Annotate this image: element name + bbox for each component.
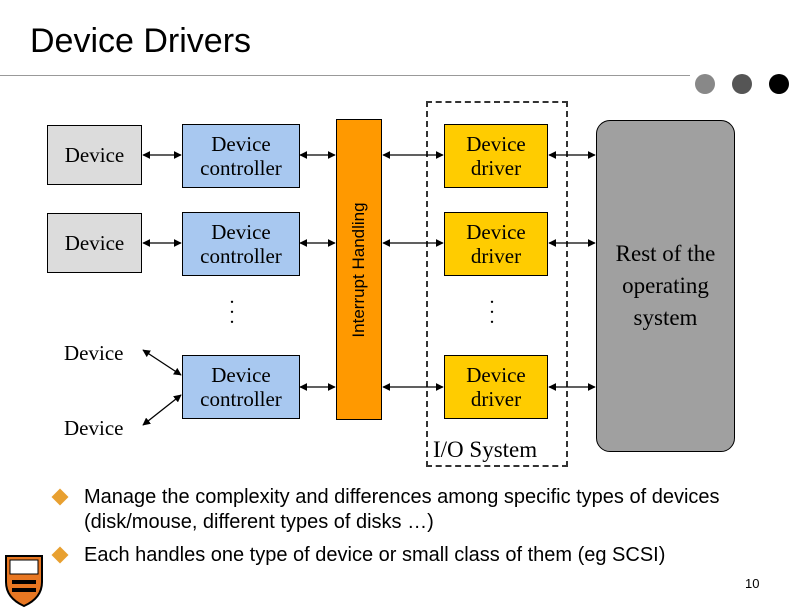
controller-label: Device controller	[200, 132, 282, 180]
controller-label: Device controller	[200, 363, 282, 411]
decor-dot-3	[769, 74, 789, 94]
title-rule	[0, 75, 690, 76]
ellipsis-dot: .	[229, 296, 235, 318]
bullet-text: Each handles one type of device or small…	[84, 544, 666, 566]
controller-box-1: Device controller	[182, 124, 300, 188]
driver-box-1: Device driver	[444, 124, 548, 188]
io-system-region	[426, 101, 568, 467]
ellipsis-dot: .	[489, 286, 495, 308]
bullet-item-2: Each handles one type of device or small…	[51, 543, 782, 568]
device-label-3: Device	[64, 341, 124, 365]
interrupt-handling-bar: Interrupt Handling	[336, 119, 382, 420]
diamond-bullet-icon	[51, 488, 69, 506]
controller-label: Device controller	[200, 220, 282, 268]
diamond-bullet-icon	[51, 546, 69, 564]
rest-of-os-label: Rest of the operating system	[615, 241, 716, 330]
rest-of-os-box: Rest of the operating system	[596, 120, 735, 452]
princeton-shield-icon	[5, 555, 43, 608]
io-system-label: I/O System	[433, 437, 538, 462]
ellipsis-dot: .	[489, 296, 495, 318]
arrow-device-controller-3	[142, 349, 182, 376]
bullet-text: Manage the complexity and differences am…	[84, 486, 720, 533]
device-box-2: Device	[47, 213, 142, 273]
ellipsis-dot: .	[229, 286, 235, 308]
ellipsis-dot: .	[489, 306, 495, 328]
device-label: Device	[64, 143, 125, 167]
driver-label: Device driver	[466, 363, 526, 411]
driver-label: Device driver	[466, 220, 526, 268]
driver-label: Device driver	[466, 132, 526, 180]
driver-box-2: Device driver	[444, 212, 548, 276]
driver-ellipsis: . . .	[487, 286, 497, 328]
page-number: 10	[745, 576, 760, 591]
decor-dot-2	[732, 74, 752, 94]
device-label: Device	[64, 231, 125, 255]
driver-box-3: Device driver	[444, 355, 548, 419]
bullet-list: Manage the complexity and differences am…	[51, 485, 782, 568]
device-label-4: Device	[64, 416, 124, 440]
device-box-1: Device	[47, 125, 142, 185]
controller-box-2: Device controller	[182, 212, 300, 276]
decor-dot-1	[695, 74, 715, 94]
bullet-item-1: Manage the complexity and differences am…	[51, 485, 782, 535]
ellipsis-dot: .	[229, 306, 235, 328]
arrow-device-controller-4	[142, 394, 182, 426]
controller-ellipsis: . . .	[227, 286, 237, 328]
controller-box-3: Device controller	[182, 355, 300, 419]
page-title: Device Drivers	[30, 22, 252, 60]
